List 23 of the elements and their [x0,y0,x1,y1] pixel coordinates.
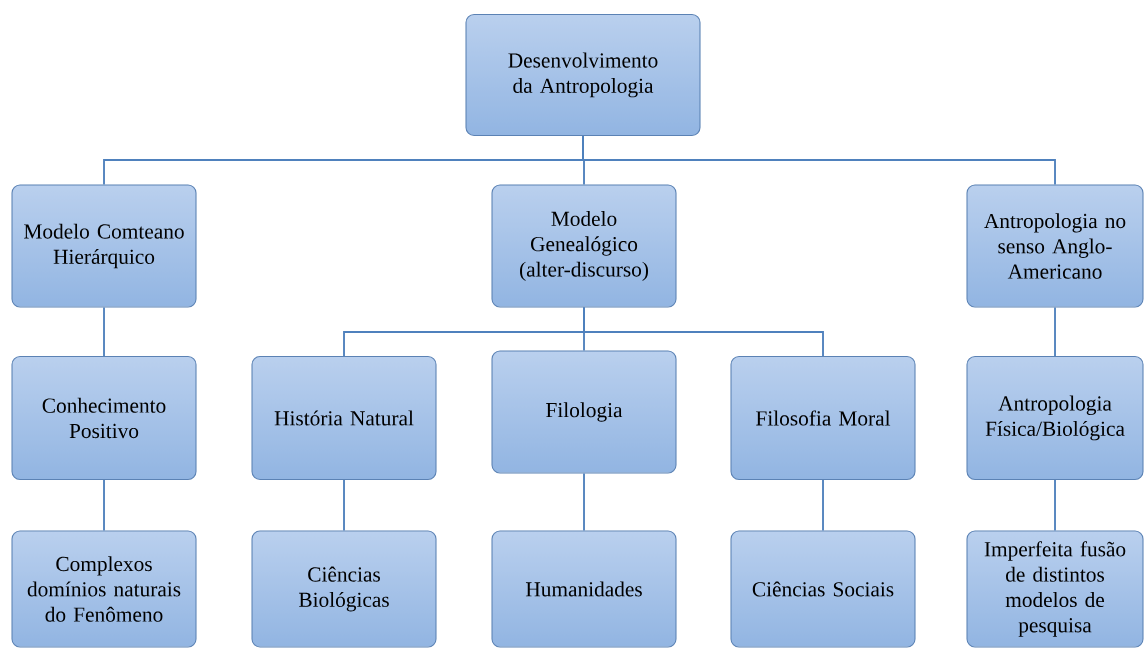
connector-line [822,479,824,532]
text-box: Imperfeita fusão de distintos modelos de pesquisa [966,530,1144,648]
connector-line [103,306,105,357]
connector-line [583,472,585,532]
text-box: Filologia [491,350,677,474]
connector-line [1054,479,1056,532]
connector-line [343,479,345,532]
text-box: Humanidades [491,530,677,648]
text-box: Antropologia no senso Anglo-Americano [966,184,1144,308]
text-box: Complexos domínios naturais do Fenômeno [11,530,197,648]
text-box: Conhecimento Positivo [11,355,197,481]
text-box: Antropologia Física/Biológica [966,355,1144,481]
text-box: Filosofia Moral [730,355,916,481]
text-box: Modelo Genealógico (alter-discurso) [491,184,677,308]
text-box: Ciências Biológicas [251,530,437,648]
connector-line [582,135,1056,186]
connector-line [583,306,824,357]
text-box: História Natural [251,355,437,481]
text-box: Desenvolvimento da Antropologia [465,13,701,137]
connector-line [103,479,105,532]
text-box: Ciências Sociais [730,530,916,648]
connector-line [1054,306,1056,357]
text-box: Modelo Comteano Hierárquico [11,184,197,308]
